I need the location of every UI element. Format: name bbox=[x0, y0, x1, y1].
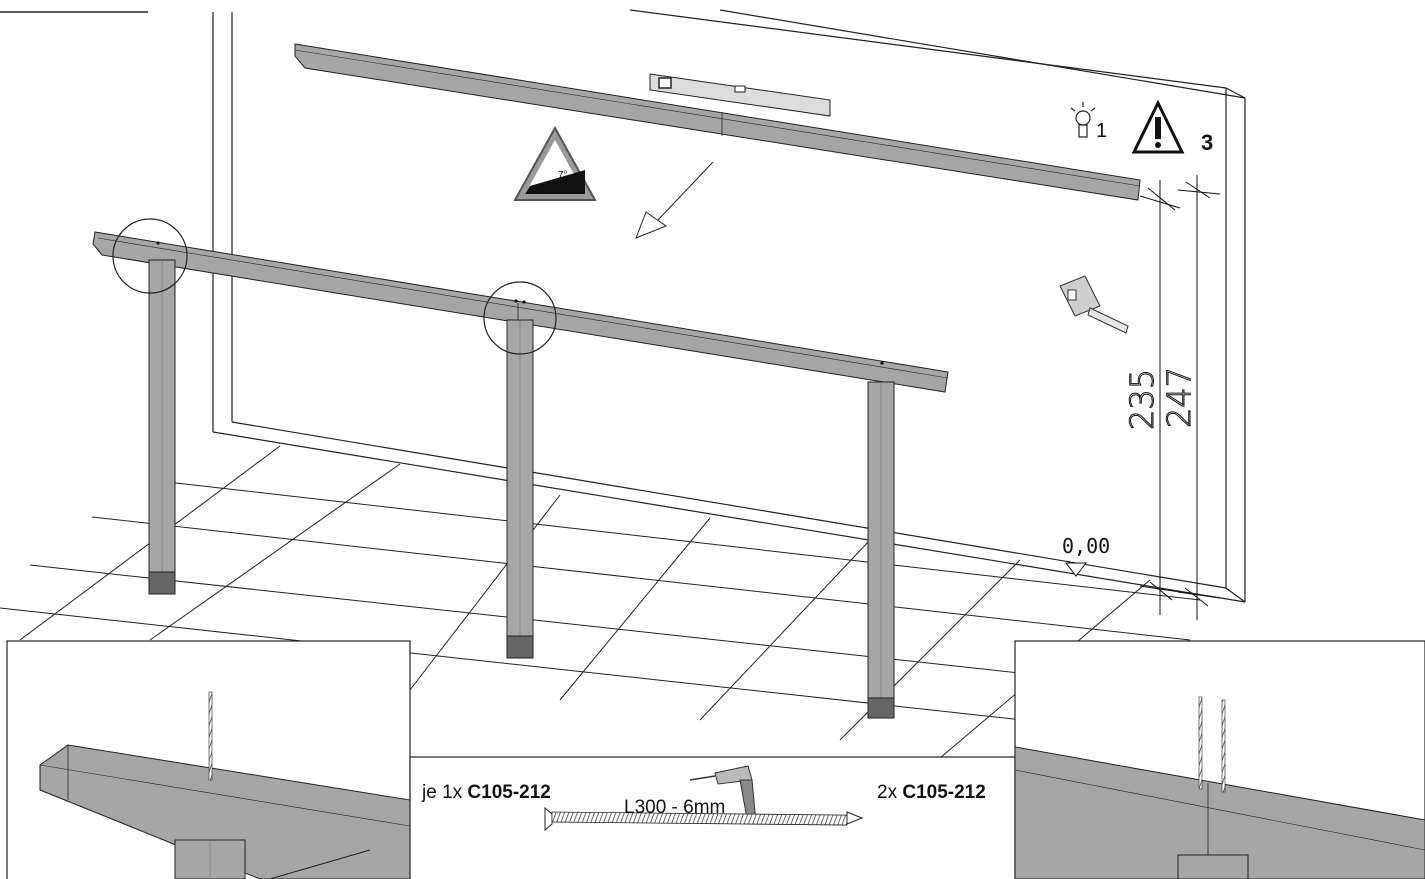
hint-number: 1 bbox=[1096, 120, 1107, 142]
screw-left bbox=[208, 691, 213, 781]
screw-right-2 bbox=[1221, 699, 1226, 793]
detail-box-left bbox=[6, 640, 411, 879]
floor-grid bbox=[0, 445, 1201, 759]
post-left bbox=[148, 259, 176, 595]
lightbulb-icon bbox=[1070, 102, 1096, 138]
slope-label: 7° bbox=[558, 170, 568, 181]
post-middle bbox=[506, 319, 534, 659]
part-right-prefix: 2x bbox=[877, 782, 903, 803]
height-inner-label: 235 bbox=[1123, 369, 1161, 430]
floor-level-label: 0,00 bbox=[1062, 534, 1110, 558]
tape-measure-icon bbox=[1059, 275, 1129, 334]
part-right-code: C105-212 bbox=[902, 782, 986, 803]
detail-circle-left bbox=[112, 218, 188, 294]
screw-spec-label: L300 - 6mm bbox=[624, 797, 726, 818]
movement-arrow bbox=[635, 161, 714, 239]
floor-level-marker bbox=[1064, 562, 1088, 577]
detail-box-right bbox=[1014, 640, 1425, 879]
warning-triangle-icon bbox=[1131, 99, 1185, 154]
parts-box bbox=[409, 756, 1016, 879]
height-outer-label: 247 bbox=[1160, 367, 1198, 428]
dimension-lines bbox=[1139, 175, 1221, 620]
part-left-label: je 1x C105-212 bbox=[422, 782, 551, 804]
upper-beam bbox=[294, 43, 1141, 201]
drill-icon bbox=[689, 765, 757, 825]
wall bbox=[212, 9, 1246, 603]
part-left-prefix: je 1x bbox=[422, 782, 468, 803]
screw-right-1 bbox=[1198, 696, 1203, 790]
warning-number: 3 bbox=[1201, 130, 1213, 155]
part-right-label: 2x C105-212 bbox=[877, 782, 986, 804]
part-left-code: C105-212 bbox=[467, 782, 551, 803]
slope-7-degree-icon: 7° bbox=[513, 125, 597, 201]
detail-circle-middle bbox=[483, 281, 557, 355]
spirit-level-icon bbox=[649, 73, 831, 117]
screw-long-icon bbox=[544, 806, 864, 832]
post-right bbox=[867, 381, 895, 719]
